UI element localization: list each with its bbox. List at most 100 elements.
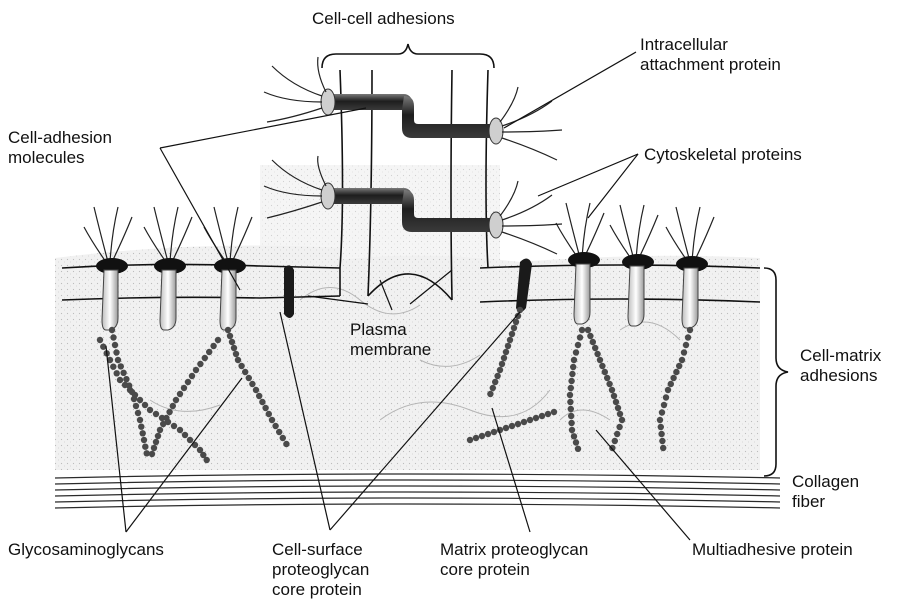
gag-bead bbox=[204, 457, 210, 463]
gag-bead bbox=[568, 385, 574, 391]
gag-bead bbox=[141, 437, 147, 443]
gag-bead bbox=[206, 349, 212, 355]
gag-bead bbox=[113, 349, 119, 355]
label-line: proteoglycan bbox=[272, 560, 369, 580]
gag-bead bbox=[177, 427, 183, 433]
gag-bead bbox=[269, 417, 275, 423]
gag-bead bbox=[137, 397, 143, 403]
gag-bead bbox=[685, 334, 691, 340]
gag-bead bbox=[491, 429, 497, 435]
gag-bead bbox=[503, 349, 509, 355]
gag-bead bbox=[657, 417, 663, 423]
label-matrix-proteoglycan: Matrix proteoglycan core protein bbox=[440, 540, 588, 580]
label-line: Collagen bbox=[792, 472, 859, 492]
gag-bead bbox=[494, 373, 500, 379]
gag-bead bbox=[665, 387, 671, 393]
gag-bead bbox=[617, 411, 623, 417]
label-cell-adhesion-molecules: Cell-adhesion molecules bbox=[8, 128, 112, 168]
gag-bead bbox=[185, 379, 191, 385]
gag-bead bbox=[661, 402, 667, 408]
gag-bead bbox=[485, 431, 491, 437]
gag-bead bbox=[115, 357, 121, 363]
gag-bead bbox=[135, 410, 141, 416]
gag-bead bbox=[679, 357, 685, 363]
gag-bead bbox=[163, 415, 169, 421]
gag-bead bbox=[227, 333, 233, 339]
gag-bead bbox=[569, 427, 575, 433]
gag-bead bbox=[570, 364, 576, 370]
gag-bead bbox=[615, 405, 621, 411]
gag-bead bbox=[487, 391, 493, 397]
gag-bead bbox=[276, 429, 282, 435]
gag-bead bbox=[613, 399, 619, 405]
gag-bead bbox=[497, 367, 503, 373]
gag-bead bbox=[577, 334, 583, 340]
gag-bead bbox=[499, 361, 505, 367]
gag-bead bbox=[153, 439, 159, 445]
label-line: Cell-matrix bbox=[800, 346, 881, 366]
label-line: membrane bbox=[350, 340, 431, 360]
gag-bead bbox=[539, 413, 545, 419]
label-line: Cell-surface bbox=[272, 540, 369, 560]
gag-bead bbox=[137, 417, 143, 423]
gag-bead bbox=[242, 369, 248, 375]
gag-bead bbox=[202, 355, 208, 361]
gag-bead bbox=[590, 339, 596, 345]
gag-bead bbox=[501, 355, 507, 361]
gag-bead bbox=[505, 343, 511, 349]
gag-bead bbox=[235, 357, 241, 363]
label-line: Plasma bbox=[350, 320, 431, 340]
gag-bead bbox=[253, 387, 259, 393]
gag-bead bbox=[149, 451, 155, 457]
gag-bead bbox=[567, 392, 573, 398]
gag-bead bbox=[210, 343, 216, 349]
label-line: Matrix proteoglycan bbox=[440, 540, 588, 560]
gag-bead bbox=[246, 375, 252, 381]
gag-bead bbox=[663, 394, 669, 400]
gag-bead bbox=[673, 369, 679, 375]
gag-bead bbox=[594, 351, 600, 357]
gag-bead bbox=[592, 345, 598, 351]
gag-bead bbox=[131, 396, 137, 402]
gag-bead bbox=[151, 445, 157, 451]
gag-bead bbox=[129, 389, 135, 395]
gag-bead bbox=[602, 369, 608, 375]
label-line: Intracellular bbox=[640, 35, 781, 55]
gag-bead bbox=[170, 403, 176, 409]
gag-bead bbox=[569, 371, 575, 377]
gag-bead bbox=[123, 376, 129, 382]
gag-bead bbox=[658, 424, 664, 430]
gag-bead bbox=[507, 337, 513, 343]
gag-bead bbox=[521, 419, 527, 425]
gag-bead bbox=[249, 381, 255, 387]
gag-bead bbox=[571, 357, 577, 363]
gag-bead bbox=[97, 337, 103, 343]
gag-bead bbox=[110, 334, 116, 340]
gag-bead bbox=[189, 373, 195, 379]
gag-bead bbox=[166, 409, 172, 415]
label-line: fiber bbox=[792, 492, 859, 512]
gag-bead bbox=[579, 327, 585, 333]
gag-bead bbox=[229, 339, 235, 345]
gag-bead bbox=[110, 364, 116, 370]
gag-bead bbox=[215, 337, 221, 343]
gag-bead bbox=[587, 333, 593, 339]
gag-bead bbox=[173, 397, 179, 403]
gag-bead bbox=[153, 411, 159, 417]
gag-bead bbox=[155, 433, 161, 439]
gag-bead bbox=[181, 385, 187, 391]
label-line: adhesions bbox=[800, 366, 881, 386]
label-intracellular-attachment-protein: Intracellular attachment protein bbox=[640, 35, 781, 75]
gag-bead bbox=[571, 433, 577, 439]
gag-bead bbox=[256, 393, 262, 399]
gag-bead bbox=[515, 421, 521, 427]
gag-bead bbox=[658, 431, 664, 437]
label-cell-matrix-adhesions: Cell-matrix adhesions bbox=[800, 346, 881, 386]
gag-bead bbox=[171, 423, 177, 429]
label-glycosaminoglycans: Glycosaminoglycans bbox=[8, 540, 164, 560]
gag-bead bbox=[283, 441, 289, 447]
gag-bead bbox=[567, 399, 573, 405]
gag-bead bbox=[609, 387, 615, 393]
gag-bead bbox=[280, 435, 286, 441]
